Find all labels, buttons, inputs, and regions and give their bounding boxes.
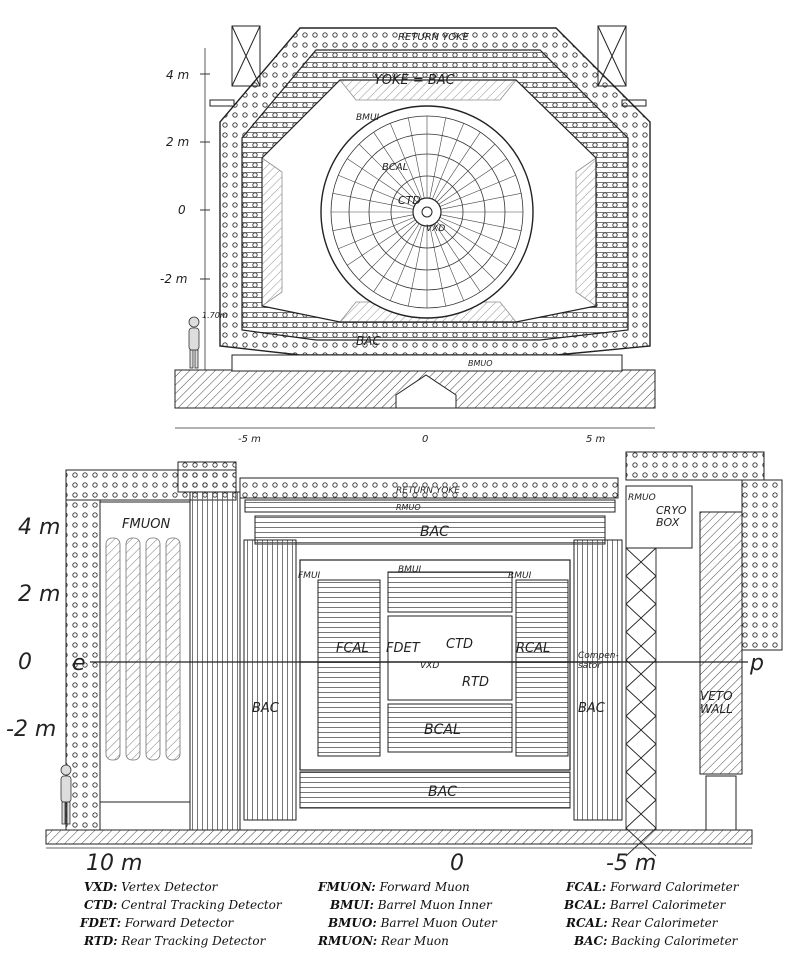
side-view-y-ticks: 4 m 2 m 0 -2 m (6, 515, 60, 742)
side-bcal-top (387, 571, 513, 613)
end-view-x-tick: 5 m (586, 434, 606, 445)
side-label-bmui: BMUI (398, 565, 422, 575)
side-fcal (317, 579, 381, 757)
side-label-fmuon: FMUON (122, 517, 170, 532)
legend-item: FCAL: Forward Calorimeter (566, 880, 739, 894)
side-veto-stand (705, 775, 737, 831)
side-cryo-box (625, 485, 693, 549)
side-label-rmuo-right: RMUO (628, 493, 656, 503)
end-view-y-tick: 2 m (166, 135, 189, 149)
side-view-y-tick: 2 m (18, 582, 60, 607)
side-floor (45, 829, 753, 845)
side-label-ctd: CTD (446, 637, 473, 652)
end-view-x-ticks: -5 m 0 5 m (238, 434, 606, 445)
legend-item: BAC: Backing Calorimeter (574, 934, 738, 948)
side-view: 4 m 2 m 0 -2 m RETURN YOKE RMUO BAC (6, 451, 783, 876)
side-veto-wall (699, 511, 743, 775)
end-view: 4 m 2 m 0 -2 m (160, 25, 656, 445)
side-x-tick: -5 m (606, 851, 656, 876)
person-height-label: 1.70m (202, 311, 228, 320)
side-support-tower (625, 547, 657, 857)
side-bcal-bottom (387, 703, 513, 753)
legend: VXD: Vertex Detector CTD: Central Tracki… (0, 874, 789, 978)
legend-item: BMUI: Barrel Muon Inner (330, 898, 492, 912)
end-view-y-ticks: 4 m 2 m 0 -2 m (160, 68, 210, 286)
legend-item: CTD: Central Tracking Detector (84, 898, 282, 912)
legend-item: RCAL: Rear Calorimeter (566, 916, 718, 930)
side-label-proton: p (749, 651, 764, 676)
side-label-fcal: FCAL (336, 641, 369, 656)
legend-item: BCAL: Barrel Calorimeter (564, 898, 726, 912)
side-rcal (515, 579, 569, 757)
side-bac-right (573, 539, 623, 821)
side-fmuon-coils (105, 537, 181, 761)
end-view-floor (174, 354, 656, 409)
end-view-x-tick: 0 (422, 434, 428, 445)
end-view-support-towers (209, 25, 647, 107)
side-right-boxes (625, 451, 783, 651)
side-view-y-tick: 0 (18, 650, 32, 675)
side-label-bac-left: BAC (252, 701, 280, 716)
side-label-bcal: BCAL (424, 722, 461, 738)
side-bac-top (254, 515, 606, 545)
side-label-rmui: RMUI (508, 571, 532, 581)
legend-item: BMUO: Barrel Muon Outer (328, 916, 497, 930)
side-view-y-tick: 4 m (18, 515, 60, 540)
label-bmuo: BMUO (468, 359, 493, 368)
end-view-y-tick: -2 m (160, 272, 187, 286)
side-bac-left (243, 539, 297, 821)
side-label-fdet: FDET (386, 641, 421, 656)
label-bmui: BMUI (356, 113, 380, 123)
side-x-tick: 10 m (86, 851, 142, 876)
legend-item: RTD: Rear Tracking Detector (84, 934, 266, 948)
side-label-rcal: RCAL (516, 641, 550, 656)
label-return-yoke: RETURN YOKE (398, 32, 470, 43)
label-bcal: BCAL (382, 162, 408, 173)
side-label-rmuo: RMUO (396, 503, 421, 512)
side-label-vxd: VXD (420, 661, 439, 671)
side-x-ticks: 10 m 0 -5 m (86, 851, 656, 876)
side-label-return-yoke: RETURN YOKE (396, 486, 460, 496)
label-ctd: CTD (398, 194, 421, 207)
side-bac-bottom (299, 771, 571, 809)
side-forward-plates (189, 491, 241, 831)
label-vxd: VXD (426, 224, 445, 234)
side-label-bac-right: BAC (578, 701, 606, 716)
end-view-y-tick: 4 m (166, 68, 189, 82)
side-view-y-tick: -2 m (6, 717, 56, 742)
label-yoke-bac: YOKE = BAC (374, 73, 456, 88)
end-view-x-tick: -5 m (238, 434, 261, 445)
end-view-person-figure (188, 316, 200, 369)
side-ctd-region (387, 615, 513, 701)
side-label-bac-top: BAC (420, 524, 449, 540)
legend-item: FMUON: Forward Muon (318, 880, 470, 894)
legend-item: VXD: Vertex Detector (84, 880, 218, 894)
end-view-y-tick: 0 (178, 203, 186, 217)
side-label-rtd: RTD (462, 675, 489, 690)
side-label-compensator: Compen-sator (578, 651, 619, 671)
side-label-bac-bottom: BAC (428, 784, 457, 800)
side-rmuo-strip (244, 499, 616, 513)
side-person-figure (60, 764, 72, 825)
end-view-calorimeter (320, 105, 534, 319)
side-label-electron: e (72, 651, 86, 676)
side-return-yoke (239, 477, 619, 499)
label-bac: BAC (356, 334, 381, 348)
side-label-fmui: FMUI (298, 571, 321, 581)
side-x-tick: 0 (450, 851, 464, 876)
legend-item: FDET: Forward Detector (80, 916, 234, 930)
legend-item: RMUON: Rear Muon (318, 934, 449, 948)
